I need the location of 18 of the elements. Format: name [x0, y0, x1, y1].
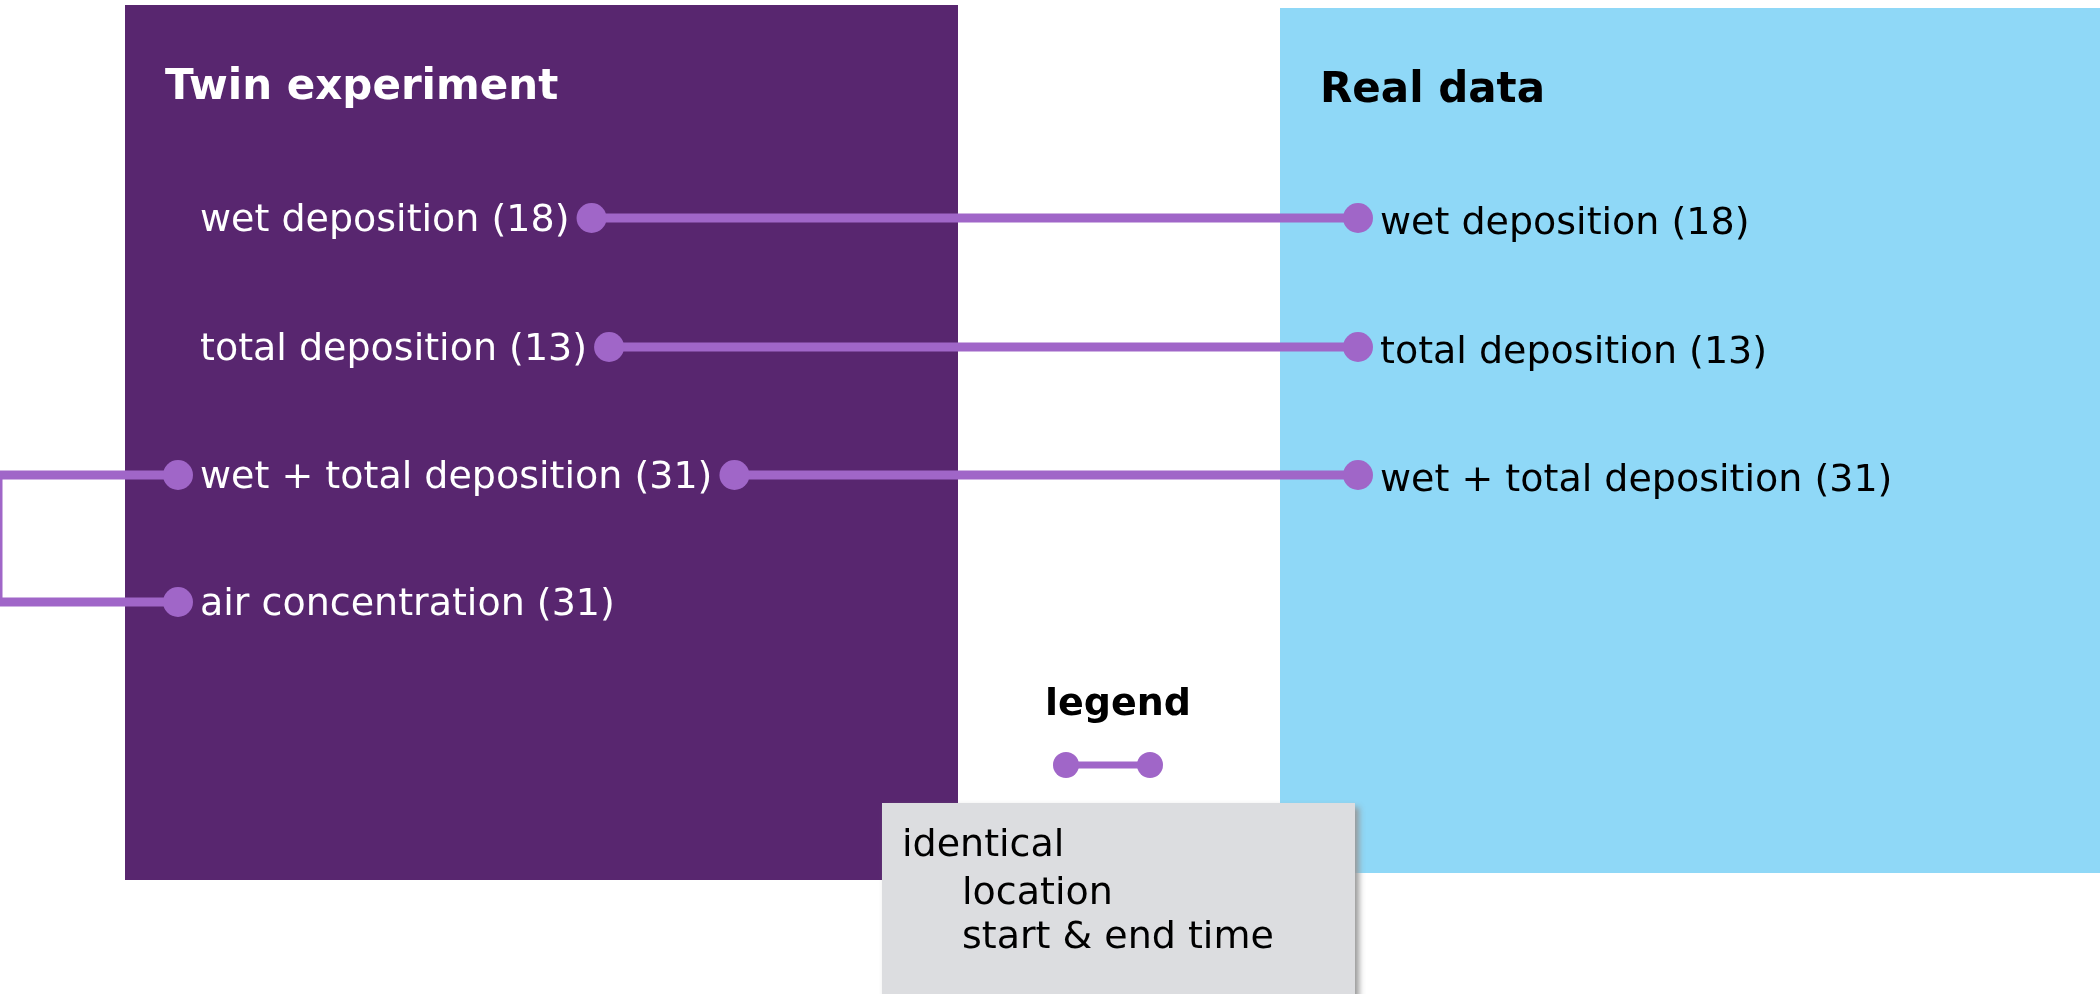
connector	[594, 332, 1373, 362]
list-item-text: wet + total deposition (31)	[1358, 448, 1915, 508]
list-item-text: total deposition (13)	[1358, 320, 1790, 380]
panel-title: Real data	[1320, 63, 1545, 112]
list-item-text: wet + total deposition (31)	[178, 445, 735, 505]
legend-title: legend	[1045, 680, 1192, 724]
connector	[0, 460, 193, 617]
connector	[719, 460, 1373, 490]
note-text: location	[962, 869, 1114, 913]
panel	[1280, 8, 2100, 873]
note-text: start & end time	[962, 913, 1275, 957]
legend-text: identical	[902, 821, 1066, 865]
panel-title: Twin experiment	[165, 60, 559, 109]
list-item-text: air concentration (31)	[178, 572, 637, 632]
connector	[576, 203, 1373, 233]
list-item-text: wet deposition (18)	[1358, 191, 1772, 251]
list-item-text: total deposition (13)	[178, 317, 610, 377]
list-item-text: wet deposition (18)	[178, 188, 592, 248]
